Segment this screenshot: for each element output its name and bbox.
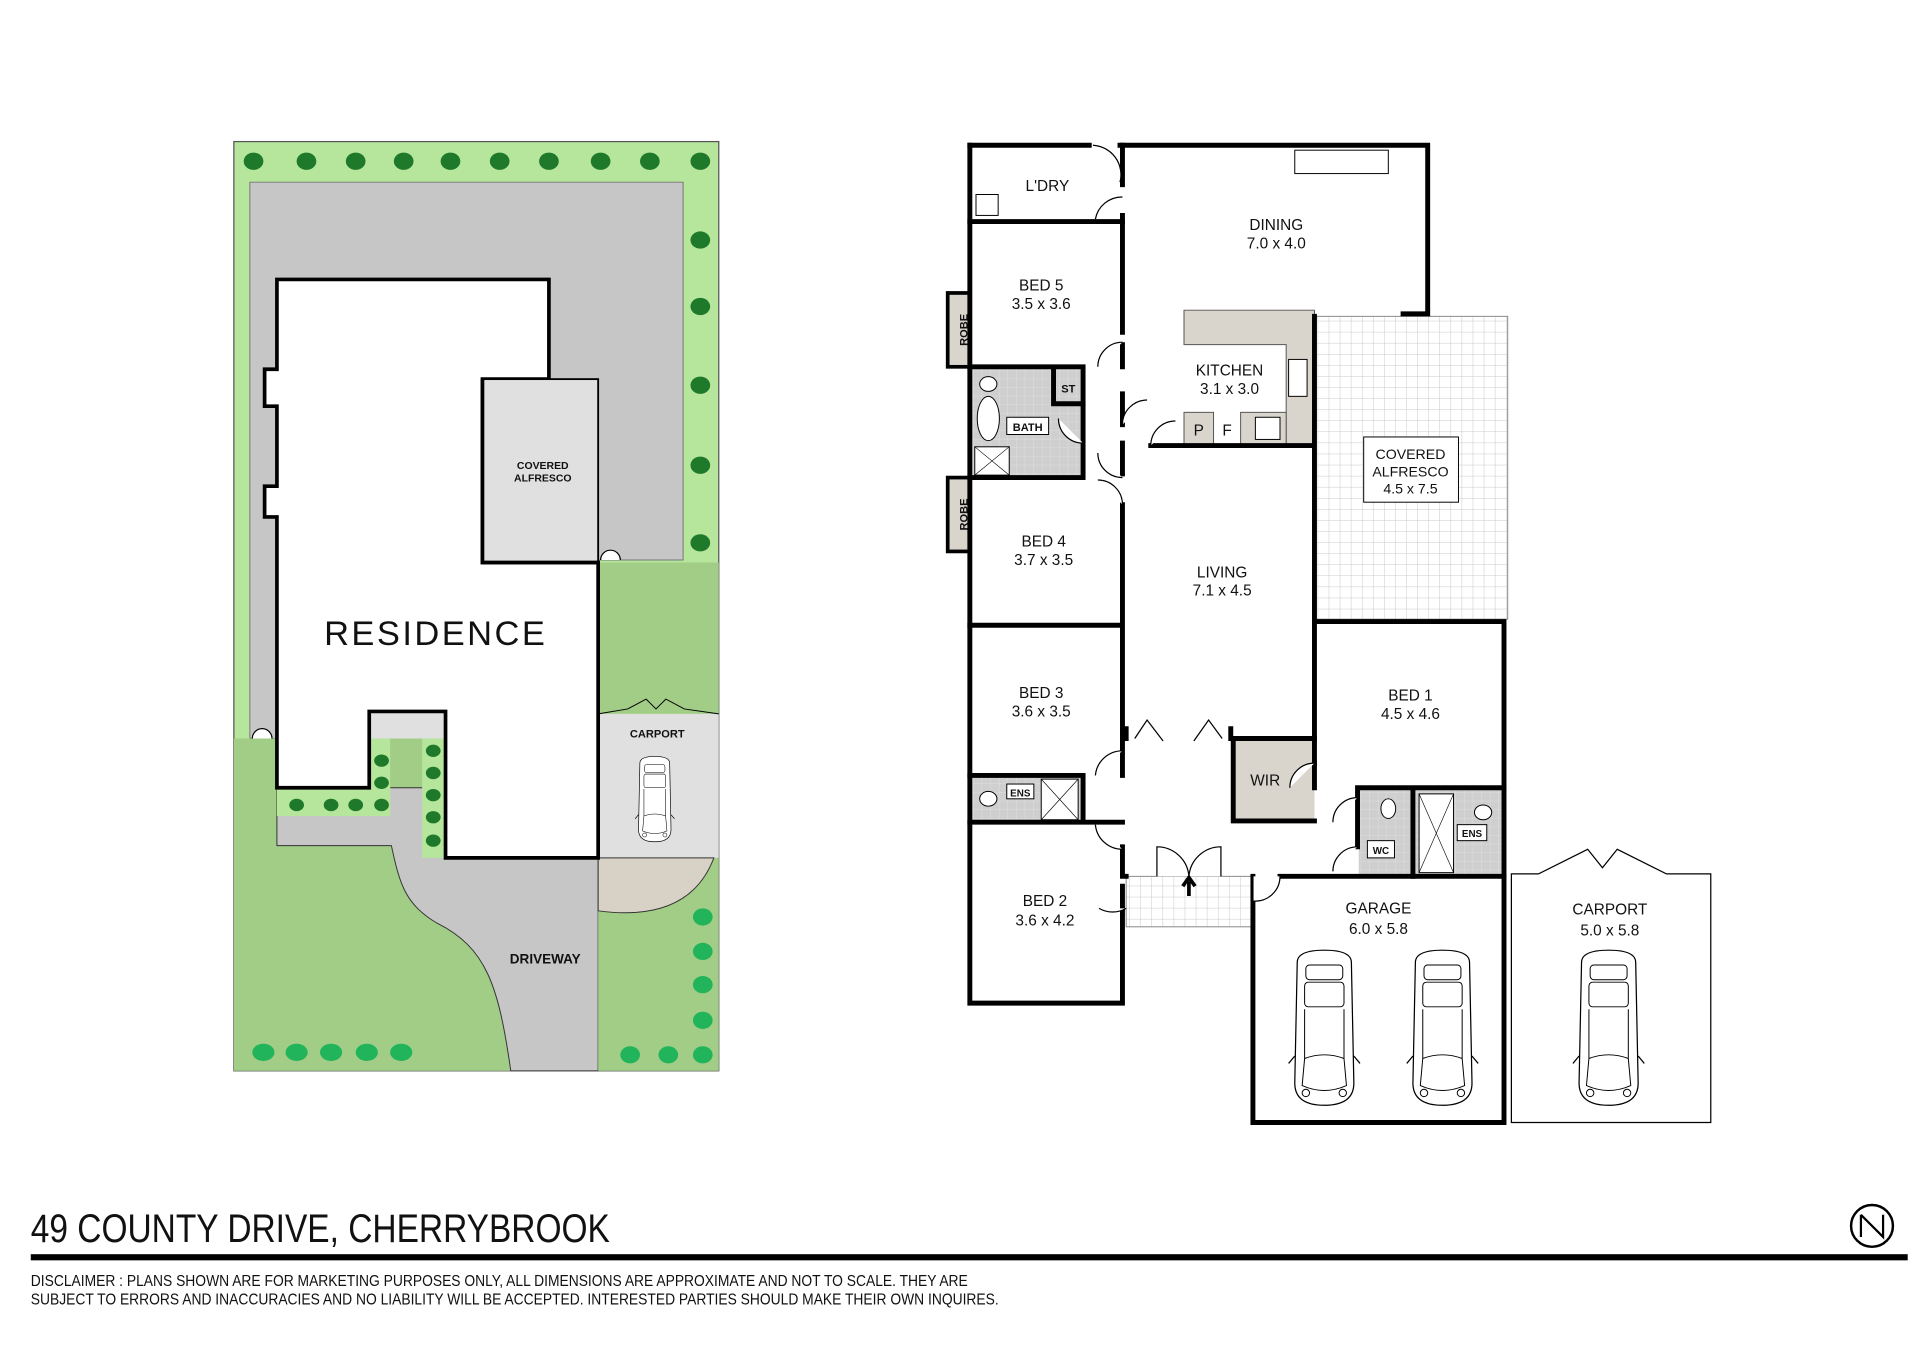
room-wir: WIR [1250,772,1280,789]
room-bed5: BED 5 [1019,277,1063,294]
room-living-size: 7.1 x 4.5 [1193,583,1252,600]
room-alfresco: COVERED [1375,446,1445,462]
footer: 49 COUNTY DRIVE, CHERRYBROOK N DISCLAIME… [30,1203,1908,1309]
room-kitchen: KITCHEN [1196,362,1263,379]
divider [30,1254,1908,1261]
room-bed3-size: 3.6 x 3.5 [1012,703,1071,720]
room-ensuite: ENS [1010,788,1031,799]
entry-arrow-icon [1181,874,1197,897]
storage-label: ST [1061,384,1075,396]
door-swings [1057,144,1358,913]
car-icon [1572,949,1645,1106]
walls [967,142,1507,1125]
room-carport-size: 5.0 x 5.8 [1580,922,1639,939]
room-wc: WC [1373,846,1389,857]
floor-plan: L'DRY DINING 7.0 x 4.0 BED 5 3.5 x 3.6 R… [945,142,1712,1125]
room-garage-size: 6.0 x 5.8 [1349,921,1408,938]
room-robe: ROBE [958,314,970,346]
room-kitchen-size: 3.1 x 3.0 [1200,381,1259,398]
side-lawn [598,562,719,714]
property-address: 49 COUNTY DRIVE, CHERRYBROOK [31,1206,610,1250]
room-carport: CARPORT [1572,901,1648,918]
car-icon [634,756,675,843]
room-dining-size: 7.0 x 4.0 [1247,236,1306,253]
room-bed2: BED 2 [1023,893,1067,910]
car-icon [1287,949,1361,1106]
driveway-label: DRIVEWAY [510,952,581,967]
room-bed4-size: 3.7 x 3.5 [1014,552,1073,569]
room-bath: BATH [1013,422,1043,434]
room-ensuite: ENS [1462,829,1483,840]
carport-outline [1510,848,1712,1124]
room-alfresco: ALFRESCO [1372,463,1448,479]
tree-icons [243,152,713,1064]
north-arrow-icon: N [1849,1203,1895,1249]
fridge-label: F [1222,423,1231,440]
residence-label: RESIDENCE [324,615,547,653]
porch [369,711,446,739]
site-plan: RESIDENCE COVERED ALFRESCO CARPORT DRIVE… [233,140,720,1072]
room-laundry: L'DRY [1026,178,1070,195]
site-alfresco-label: COVERED [517,461,569,472]
room-bed4: BED 4 [1021,533,1066,550]
room-bed3: BED 3 [1019,685,1063,702]
room-bed1-size: 4.5 x 4.6 [1381,706,1440,723]
room-alfresco-size: 4.5 x 7.5 [1383,481,1437,497]
room-dining: DINING [1249,217,1303,234]
disclaimer-line-1: DISCLAIMER : PLANS SHOWN ARE FOR MARKETI… [31,1274,968,1291]
site-alfresco [481,378,600,564]
site-carport-label: CARPORT [630,728,685,740]
room-garage: GARAGE [1346,900,1412,917]
room-bed2-size: 3.6 x 4.2 [1015,913,1074,930]
room-bed5-size: 3.5 x 3.6 [1012,296,1071,313]
car-icon [1406,949,1479,1106]
disclaimer-line-2: SUBJECT TO ERRORS AND INACCURACIES AND N… [31,1292,999,1309]
site-alfresco-label: ALFRESCO [514,473,572,484]
wir-area [1233,738,1315,821]
room-bed1: BED 1 [1388,687,1432,704]
room-living: LIVING [1197,564,1247,581]
gate-swing [597,857,715,914]
room-robe: ROBE [958,499,970,531]
pantry-label: P [1194,423,1204,440]
